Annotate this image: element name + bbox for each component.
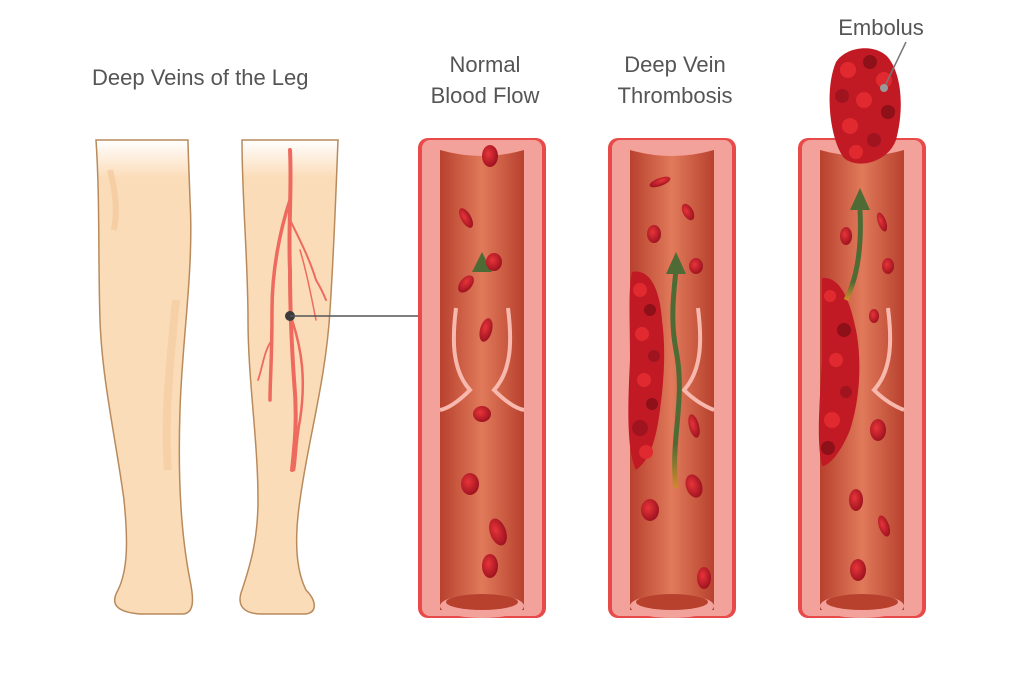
dvt-label-line1: Deep Vein <box>624 52 726 77</box>
leg-right <box>239 139 430 615</box>
thrombus-remaining <box>818 277 860 466</box>
vessel-dvt <box>608 138 736 618</box>
blood-cells <box>641 176 711 589</box>
thrombus <box>628 271 665 470</box>
dvt-label-line2: Thrombosis <box>617 83 733 108</box>
embolus-clot <box>829 48 901 164</box>
legs-label: Deep Veins of the Leg <box>92 65 309 90</box>
dvt-label: Deep Vein Thrombosis <box>600 49 750 111</box>
embolus-label: Embolus <box>838 15 924 40</box>
normal-flow-label-line1: Normal <box>449 52 521 77</box>
vessel-embolus <box>798 41 926 618</box>
leg-veins <box>257 148 327 472</box>
normal-flow-label: Normal Blood Flow <box>410 49 560 111</box>
embolus-pointer-line <box>883 41 907 89</box>
vessel-normal <box>418 138 546 618</box>
blood-cells <box>458 145 507 578</box>
normal-flow-label-line2: Blood Flow <box>430 83 540 108</box>
blood-cells <box>840 212 894 581</box>
leg-left <box>95 139 194 615</box>
embolus-pointer-dot <box>880 84 888 92</box>
